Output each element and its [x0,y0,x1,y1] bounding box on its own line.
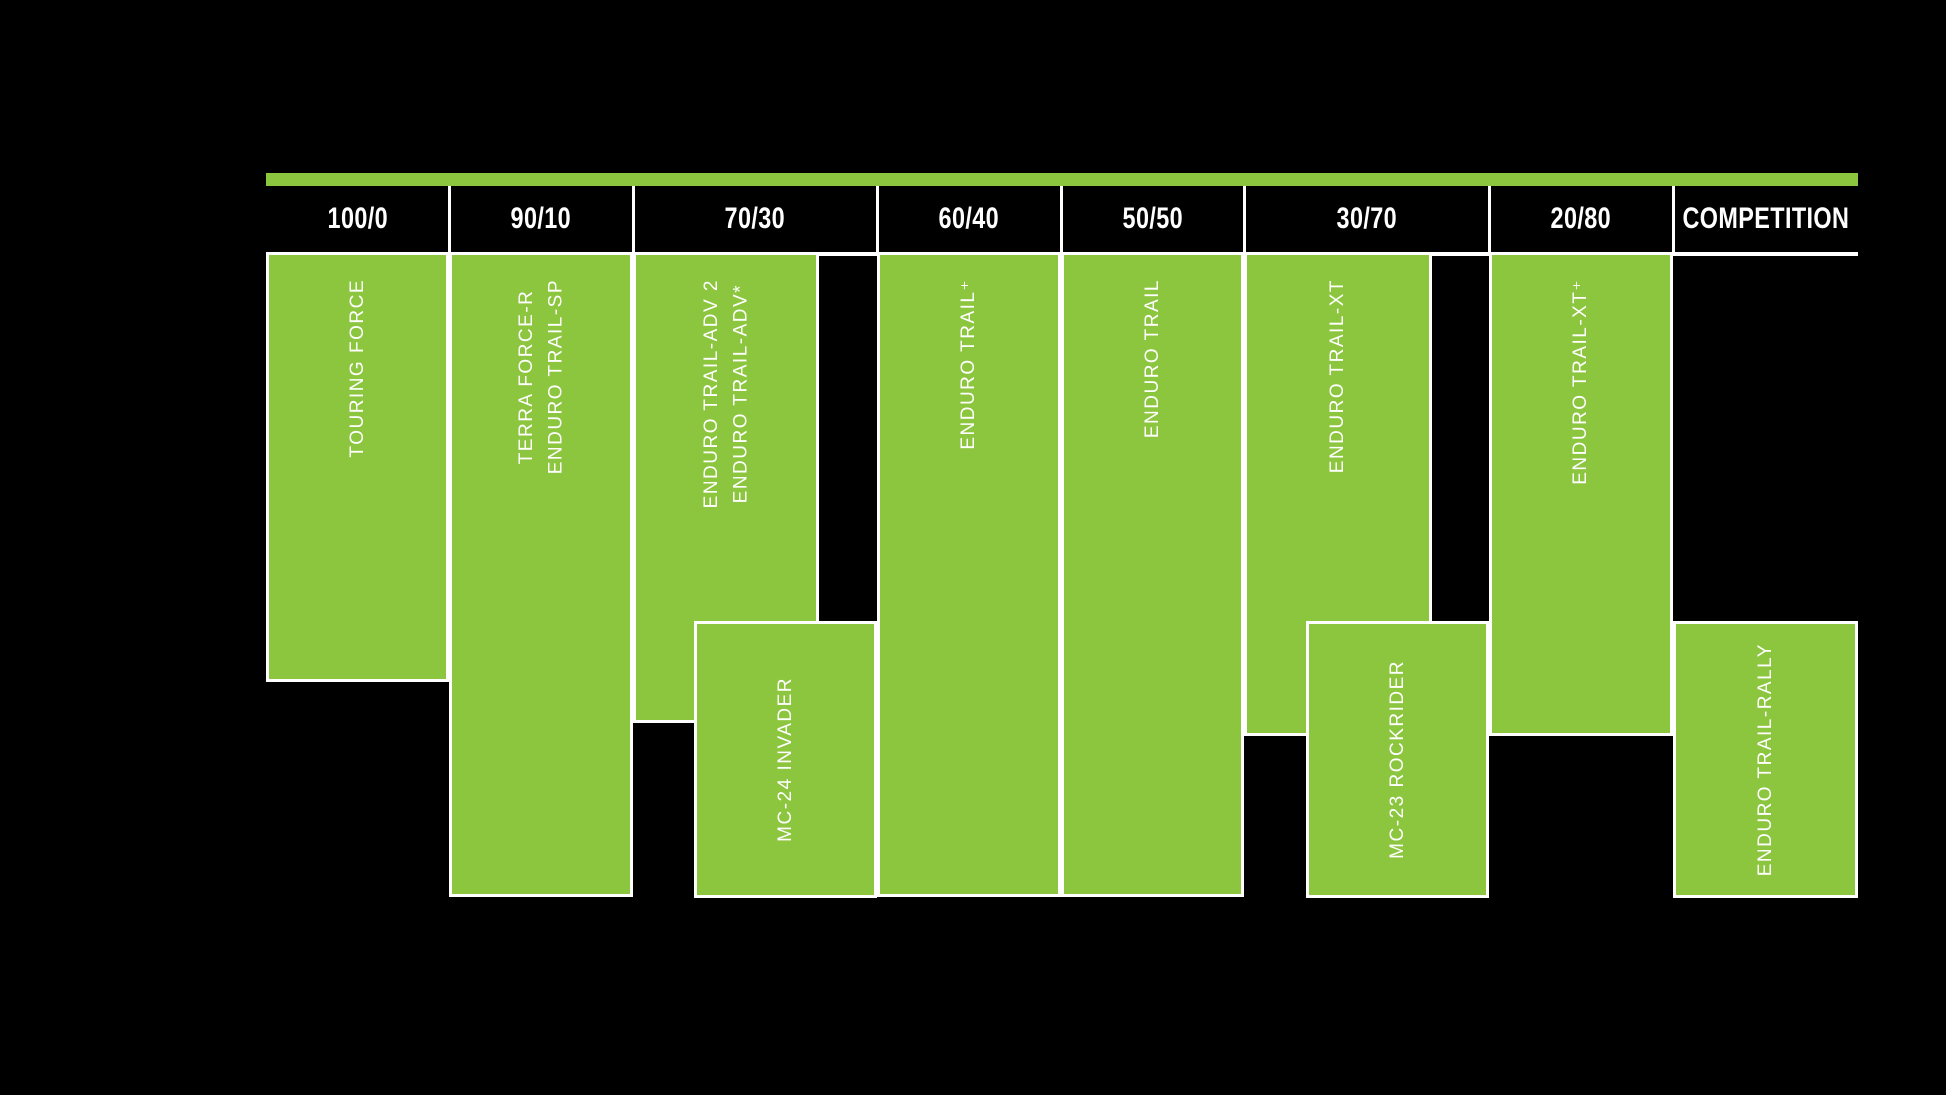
header-separator [448,186,451,256]
header-separator [1060,186,1063,256]
block-enduro-trail-rally: ENDURO TRAIL-RALLY [1673,621,1858,898]
column-header-60-40: 60/40 [877,186,1061,252]
column-header-90-10: 90/10 [449,186,633,252]
column-header-label: 50/50 [1122,202,1183,235]
block-label: ENDURO TRAIL⁺ [958,279,980,450]
block-label: TOURING FORCE [346,279,368,458]
header-separator [1243,186,1246,256]
column-header-70-30: 70/30 [633,186,877,252]
header-separator [876,186,879,256]
block-enduro-trail-plus: ENDURO TRAIL⁺ [877,252,1061,897]
column-header-30-70: 30/70 [1244,186,1489,252]
header-separator [1488,186,1491,256]
block-label: MC-24 INVADER [774,677,796,842]
column-header-label: 70/30 [724,202,786,235]
column-header-100-0: 100/0 [266,186,449,252]
block-enduro-trail-xt-plus: ENDURO TRAIL-XT⁺ [1489,252,1673,736]
header-separator [632,186,635,256]
column-header-50-50: 50/50 [1061,186,1244,252]
block-mc-23-rockrider: MC-23 ROCKRIDER [1306,621,1489,898]
block-touring-force: TOURING FORCE [266,252,449,682]
column-header-label: 100/0 [327,202,388,235]
column-header-label: 30/70 [1336,202,1397,235]
block-label: TERRA FORCE-R ENDURO TRAIL-SP [515,279,566,475]
block-label: ENDURO TRAIL-XT⁺ [1570,279,1592,485]
block-label: ENDURO TRAIL-XT [1327,279,1349,474]
column-header-competition: COMPETITION [1673,186,1858,252]
column-header-label: 90/10 [510,202,572,235]
block-label: ENDURO TRAIL [1141,279,1163,439]
block-label: MC-23 ROCKRIDER [1386,660,1408,859]
top-accent-bar [266,173,1858,186]
column-header-label: 20/80 [1550,202,1612,235]
block-mc-24-invader: MC-24 INVADER [694,621,877,898]
column-header-label: 60/40 [938,202,1000,235]
block-label: ENDURO TRAIL-RALLY [1754,642,1776,877]
block-label: ENDURO TRAIL-ADV 2 ENDURO TRAIL-ADV* [700,279,751,509]
header-separator [1672,186,1675,256]
block-enduro-trail: ENDURO TRAIL [1061,252,1244,897]
column-header-20-80: 20/80 [1489,186,1673,252]
block-terra-force-r-enduro-trail-sp: TERRA FORCE-R ENDURO TRAIL-SP [449,252,633,897]
column-header-label: COMPETITION [1682,202,1849,235]
